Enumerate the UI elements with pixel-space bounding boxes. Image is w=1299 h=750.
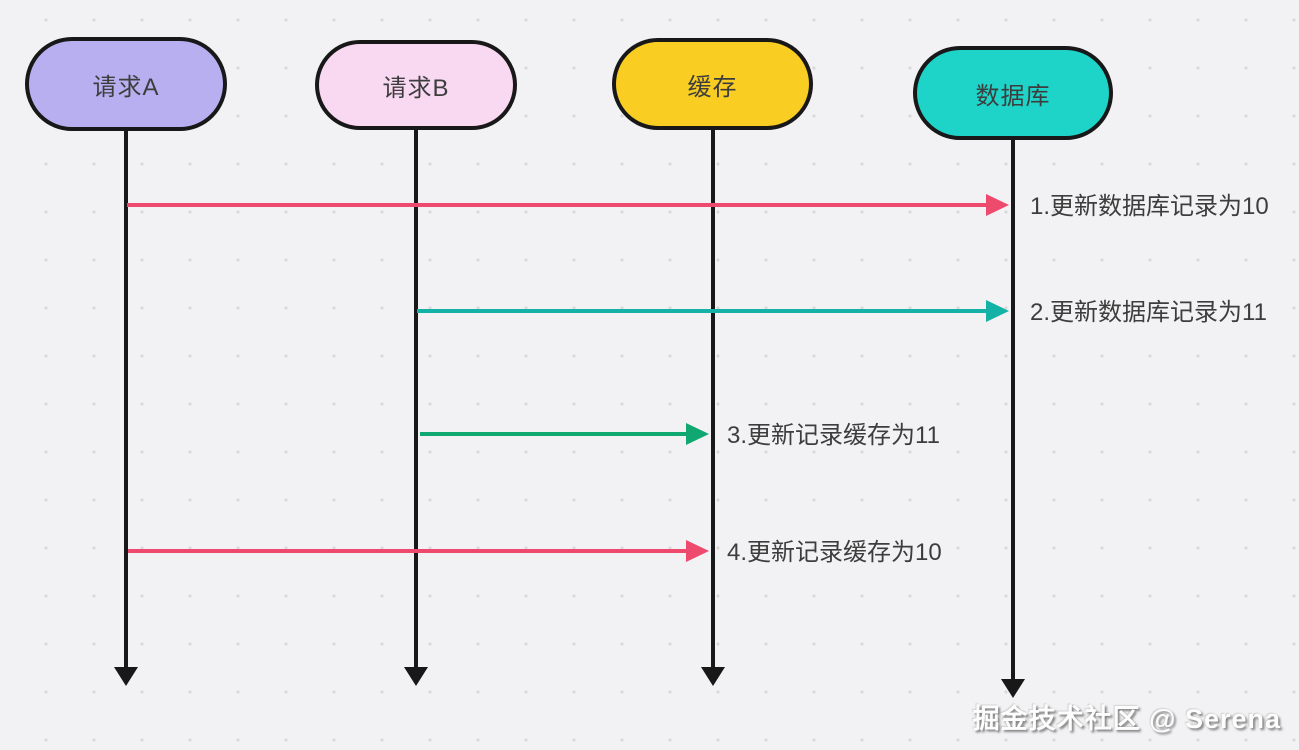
lifeline-request-a-arrow-icon [114,667,138,686]
message-1-arrowhead-icon [986,194,1009,216]
lifeline-database [1011,138,1015,680]
lifeline-request-a [124,129,128,668]
lifeline-request-b [414,128,418,668]
message-1-line [127,203,989,207]
message-3-arrowhead-icon [686,423,709,445]
actor-database-label: 数据库 [975,82,1051,110]
lifeline-cache [711,128,715,668]
message-3-label: 3.更新记录缓存为11 [727,422,940,449]
actor-cache-label: 缓存 [687,73,738,101]
message-4-line [128,549,688,553]
message-2-arrowhead-icon [986,300,1009,322]
actor-request-b: 请求B [315,40,517,130]
message-1-label: 1.更新数据库记录为10 [1030,193,1269,220]
watermark: 掘金技术社区 @ Serena [972,704,1281,734]
message-3-line [420,432,688,436]
message-2-line [417,309,989,313]
actor-cache: 缓存 [612,38,813,130]
actor-request-a: 请求A [25,37,227,131]
message-4-label: 4.更新记录缓存为10 [727,539,942,566]
actor-request-a-label: 请求A [92,73,160,101]
actor-request-b-label: 请求B [382,74,450,102]
lifeline-cache-arrow-icon [701,667,725,686]
message-4-arrowhead-icon [686,540,709,562]
lifeline-request-b-arrow-icon [404,667,428,686]
message-2-label: 2.更新数据库记录为11 [1030,299,1267,326]
actor-database: 数据库 [913,46,1113,140]
lifeline-database-arrow-icon [1001,679,1025,698]
